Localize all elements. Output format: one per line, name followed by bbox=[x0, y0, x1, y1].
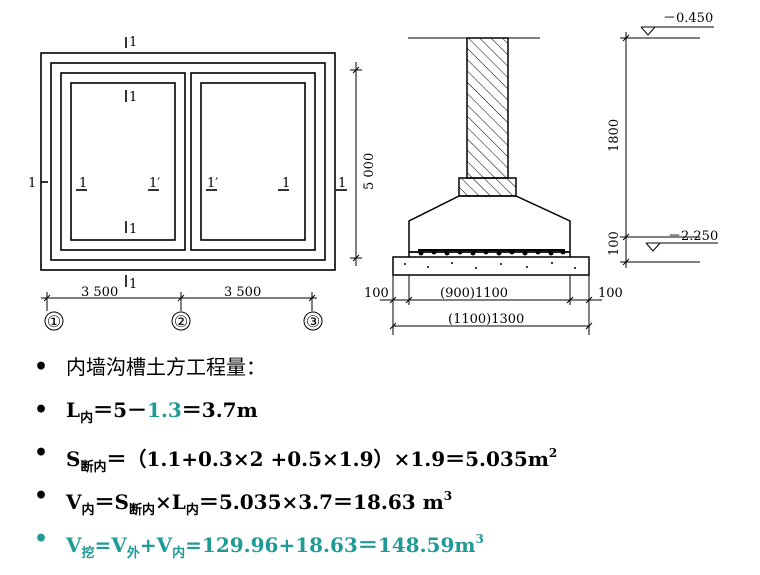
section-mark-inner-right-prime: 1′ bbox=[207, 176, 218, 191]
elev-dim-100: 100 bbox=[607, 231, 622, 256]
dim-3500-right: 3 500 bbox=[224, 285, 261, 300]
plan-dimension-x bbox=[41, 292, 317, 304]
v-inner-formula: V内＝S断内×L内＝5.035×3.7＝18.63 m3 bbox=[66, 489, 453, 518]
list-item: • 内墙沟槽土方工程量： bbox=[34, 346, 754, 389]
l-inner-formula: L内＝5－1.3＝3.7m bbox=[66, 398, 258, 426]
section-cut-labels: 1 1 1 1 1′ 1′ 1 1 1 1 bbox=[28, 35, 346, 292]
list-item: • S断内＝（1.1+0.3×2 +0.5×1.9）×1.9＝5.035m2 bbox=[34, 432, 754, 475]
axis-2: ② bbox=[174, 312, 188, 331]
dim-5000: 5 000 bbox=[362, 153, 377, 190]
foundation-drawing: 1 1 1 1 1′ 1′ 1 1 1 1 3 500 3 500 5 000 bbox=[28, 11, 718, 335]
section-view bbox=[392, 37, 590, 276]
section-mark-right: 1 bbox=[338, 176, 346, 191]
section-mark-mid-top: 1 bbox=[129, 90, 137, 105]
section-dimensions bbox=[380, 275, 602, 335]
section-dim-900-1100: (900)1100 bbox=[440, 286, 508, 301]
section-mark-inner-left: 1 bbox=[79, 176, 87, 191]
plan-dimension-y bbox=[350, 62, 362, 266]
dim-3500-left: 3 500 bbox=[81, 285, 118, 300]
axis-1: ① bbox=[47, 312, 61, 331]
section-dim-1100-1300: (1100)1300 bbox=[448, 312, 524, 327]
list-item: • L内＝5－1.3＝3.7m bbox=[34, 389, 754, 432]
section-mark-mid-bottom: 1 bbox=[129, 222, 137, 237]
axis-bubbles bbox=[44, 304, 323, 331]
bullet-dot: • bbox=[34, 440, 49, 466]
bullet-dot: • bbox=[34, 354, 49, 380]
elevation-marks bbox=[620, 26, 718, 268]
list-item: • V挖=V外+V内=129.96+18.63＝148.59m3 bbox=[34, 518, 754, 561]
bullet-dot: • bbox=[34, 483, 49, 509]
section-mark-top: 1 bbox=[129, 35, 137, 50]
section-mark-bottom: 1 bbox=[129, 277, 137, 292]
bullet-dot: • bbox=[34, 397, 49, 423]
heading-text: 内墙沟槽土方工程量： bbox=[66, 355, 266, 379]
level-minus-2250: －2.250 bbox=[668, 229, 718, 244]
level-minus-0450: －0.450 bbox=[663, 11, 713, 26]
elev-dim-1800: 1800 bbox=[607, 119, 622, 152]
section-mark-inner-right: 1 bbox=[282, 176, 290, 191]
s-section-formula: S断内＝（1.1+0.3×2 +0.5×1.9）×1.9＝5.035m2 bbox=[66, 446, 558, 475]
section-mark-left: 1 bbox=[28, 176, 36, 191]
section-dim-left-100: 100 bbox=[364, 286, 389, 301]
v-total-formula: V挖=V外+V内=129.96+18.63＝148.59m3 bbox=[66, 532, 484, 561]
section-mark-inner-left-prime: 1′ bbox=[149, 176, 160, 191]
list-item: • V内＝S断内×L内＝5.035×3.7＝18.63 m3 bbox=[34, 475, 754, 518]
plan-view bbox=[40, 52, 336, 271]
section-dim-right-100: 100 bbox=[598, 286, 623, 301]
rebar-dots bbox=[404, 249, 576, 269]
axis-3: ③ bbox=[306, 312, 320, 331]
section-cut-marks bbox=[41, 37, 347, 287]
calculation-list: • 内墙沟槽土方工程量： • L内＝5－1.3＝3.7m • S断内＝（1.1+… bbox=[34, 346, 754, 561]
bullet-dot: • bbox=[34, 526, 49, 552]
